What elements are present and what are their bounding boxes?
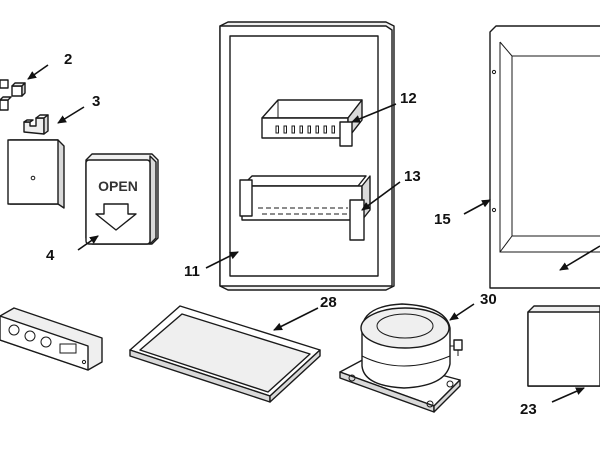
part-2-clips: [0, 79, 26, 111]
leader-15: [463, 199, 491, 215]
leader-12: [351, 103, 397, 123]
part-23-rear-panel: [527, 305, 600, 387]
part-28-drip-tray: [129, 305, 321, 403]
leader-23: [551, 387, 585, 403]
down-arrow-icon: [95, 203, 137, 231]
part-30-compressor: [339, 303, 463, 413]
part-12-door-shelf: [261, 99, 363, 147]
callout-23: 23: [520, 401, 537, 418]
callout-2: 2: [64, 51, 72, 68]
open-sign-label: OPEN: [98, 178, 138, 194]
callout-12: 12: [400, 90, 417, 107]
callout-13: 13: [404, 168, 421, 185]
leader-2: [27, 64, 49, 80]
callout-11: 11: [184, 263, 200, 280]
part-3-bracket: [23, 114, 49, 135]
part-control-strip: [0, 307, 103, 371]
leader-30: [449, 303, 475, 321]
callout-30: 30: [480, 291, 497, 308]
part-cover-plate: [7, 139, 65, 209]
bin-slots: [258, 207, 348, 221]
callout-15: 15: [434, 211, 451, 228]
part-13-door-bin: [239, 175, 371, 241]
part-4-open-sign: OPEN: [85, 153, 159, 245]
shelf-slots: [275, 125, 335, 134]
callout-28: 28: [320, 294, 337, 311]
leader-28: [273, 307, 319, 331]
leader-13: [361, 181, 401, 211]
leader-4: [77, 235, 99, 251]
part-15-liner-frame: [489, 25, 600, 289]
leader-unlabeled-right: [559, 245, 600, 271]
leader-11: [205, 251, 239, 269]
callout-3: 3: [92, 93, 100, 110]
callout-4: 4: [46, 247, 55, 264]
leader-3: [57, 106, 85, 124]
part-11-door-panel: [219, 21, 395, 291]
